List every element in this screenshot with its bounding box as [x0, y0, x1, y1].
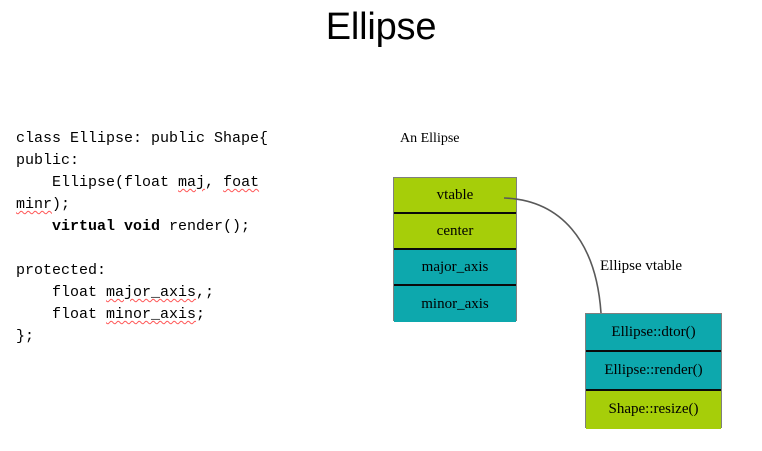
diagram-box-row: center: [394, 214, 516, 250]
diagram-box-label: Ellipse::render(): [604, 361, 703, 378]
connector-curve: [503, 197, 602, 314]
code-token-misspelled: minor_axis: [106, 306, 197, 323]
diagram-box-label: Shape::resize(): [608, 401, 699, 418]
code-token: public:: [16, 152, 80, 169]
code-token: ,;: [196, 284, 215, 301]
diagram-box-row: major_axis: [394, 250, 516, 286]
diagram-box-label: minor_axis: [421, 295, 489, 312]
diagram-box-row: Ellipse::dtor(): [586, 314, 721, 353]
code-token-misspelled: foat: [223, 174, 260, 191]
diagram-box-label: Ellipse::dtor(): [611, 323, 696, 340]
code-token: );: [52, 196, 71, 213]
code-line: minr);: [16, 194, 386, 216]
diagram-box-label: center: [436, 222, 474, 239]
diagram-box-row: Ellipse::render(): [586, 352, 721, 391]
page-title: Ellipse: [325, 6, 437, 48]
code-token: render();: [160, 218, 251, 235]
code-line: virtual void render();: [16, 216, 386, 238]
code-token: [259, 174, 268, 191]
code-line: protected:: [16, 260, 386, 282]
code-token-misspelled: maj: [178, 174, 206, 191]
diagram-box-label: major_axis: [421, 258, 489, 275]
code-token: class Ellipse: public Shape{: [16, 130, 269, 147]
diagram-box-row: Shape::resize(): [586, 390, 721, 429]
code-token: float: [16, 284, 107, 301]
code-token: ,: [205, 174, 224, 191]
vtable-caption: Ellipse vtable: [600, 258, 683, 274]
code-token-misspelled: minr: [16, 196, 53, 213]
code-token: ;: [196, 306, 206, 323]
diagram-box-row: minor_axis: [394, 286, 516, 322]
code-token: [16, 218, 52, 235]
code-token: float: [16, 306, 107, 323]
diagram-box-row: vtable: [394, 178, 516, 214]
code-line: float major_axis,;: [16, 282, 386, 304]
code-token: Ellipse(float: [16, 174, 179, 191]
diagram-box-label: vtable: [436, 186, 474, 203]
code-line: public:: [16, 150, 386, 172]
code-line: };: [16, 326, 386, 348]
code-line: float minor_axis;: [16, 304, 386, 326]
code-line: Ellipse(float maj, foat: [16, 172, 386, 194]
code-token-misspelled: major_axis: [106, 284, 197, 301]
code-token: virtual void: [52, 218, 161, 235]
code-listing: class Ellipse: public Shape{ public: Elli…: [16, 128, 386, 348]
code-token: protected:: [16, 262, 107, 279]
object-layout-diagram: vtable center major_axis minor_axis: [393, 177, 517, 322]
code-line: class Ellipse: public Shape{: [16, 128, 386, 150]
vtable-diagram: Ellipse::dtor()Ellipse::render()Shape::r…: [585, 313, 722, 429]
code-token: };: [16, 328, 35, 345]
code-line: [16, 238, 386, 260]
object-layout-caption: An Ellipse: [400, 131, 460, 146]
